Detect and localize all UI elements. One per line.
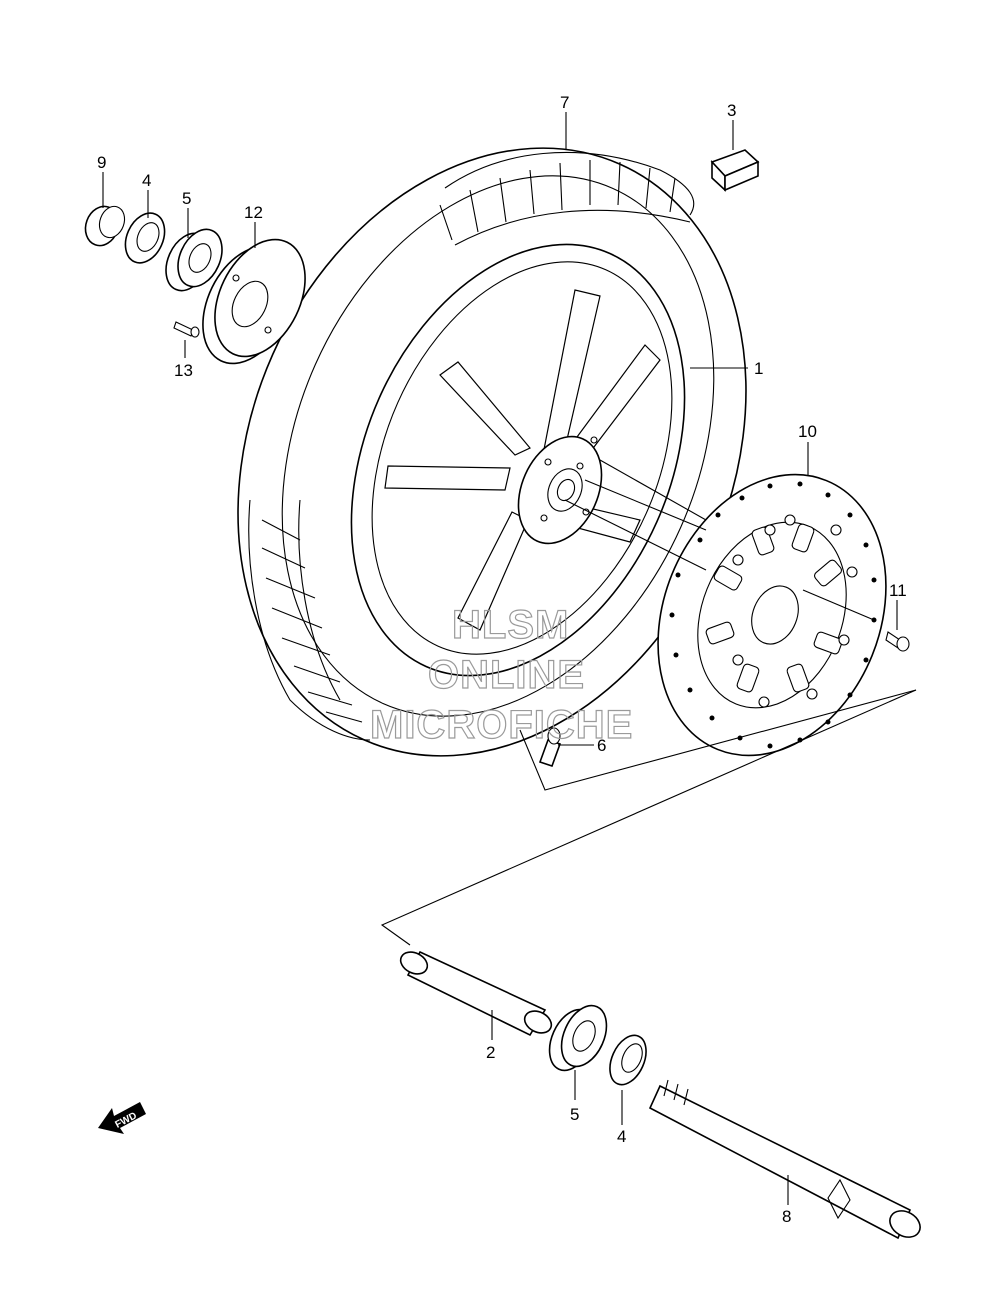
fwd-label: FWD: [114, 1110, 139, 1130]
wheel-part[interactable]: [287, 192, 749, 729]
watermark-line-3: MICROFICHE: [370, 703, 633, 747]
callout-spacer: 2: [486, 1043, 495, 1062]
bearing-right-part[interactable]: [541, 999, 616, 1078]
spacer-part[interactable]: [397, 948, 555, 1037]
callout-drive-plate: 12: [244, 203, 263, 222]
oil-seal-left-part[interactable]: [118, 207, 172, 269]
callout-bearing-right: 5: [570, 1105, 579, 1124]
brake-disc-part[interactable]: [618, 440, 927, 790]
disc-bolt-part[interactable]: [885, 631, 910, 652]
fwd-arrow-icon: FWD: [98, 1102, 146, 1134]
bearing-left-part[interactable]: [158, 222, 231, 297]
callout-tire: 7: [560, 93, 569, 112]
drive-plate-part[interactable]: [185, 225, 323, 379]
callout-wheel: 1: [754, 359, 763, 378]
leader-lines: [102, 112, 898, 1205]
watermark-line-2: ONLINE: [428, 653, 585, 697]
screw-part[interactable]: [173, 321, 200, 338]
axle-part[interactable]: [648, 1079, 925, 1242]
balancer-part[interactable]: [710, 149, 760, 192]
callout-balancer: 3: [727, 101, 736, 120]
watermark-line-1: HLSM: [452, 603, 569, 647]
callout-valve: 6: [597, 736, 606, 755]
callout-screw: 13: [174, 361, 193, 380]
callout-collar: 9: [97, 153, 106, 172]
callout-axle: 8: [782, 1207, 791, 1226]
callout-oil-seal-left: 4: [142, 171, 151, 190]
callout-oil-seal-right: 4: [617, 1127, 626, 1146]
valve-part[interactable]: [538, 727, 562, 768]
callout-disc: 10: [798, 422, 817, 441]
callout-disc-bolt: 11: [889, 581, 907, 600]
assembly-lines: [380, 459, 917, 946]
collar-part[interactable]: [80, 202, 129, 251]
oil-seal-right-part[interactable]: [603, 1030, 653, 1091]
callout-bearing-left: 5: [182, 189, 191, 208]
